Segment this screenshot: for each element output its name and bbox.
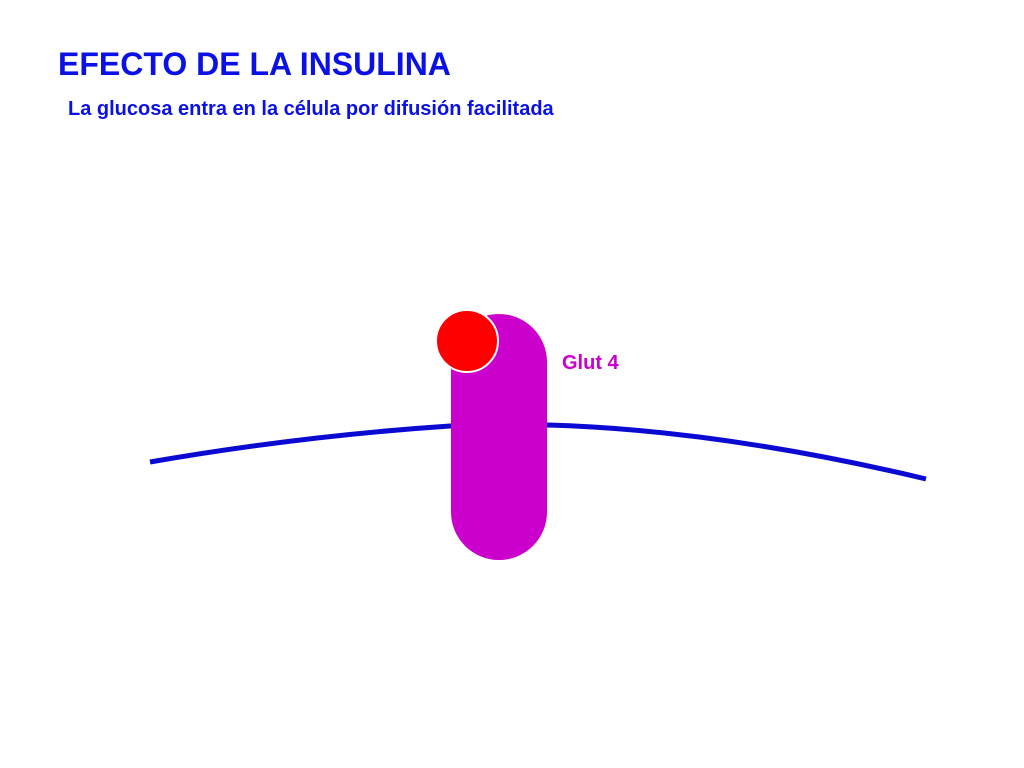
slide-title: EFECTO DE LA INSULINA: [58, 46, 451, 82]
glut4-transporter: [451, 314, 547, 560]
glucose-molecule: [435, 309, 499, 373]
glut4-label: Glut 4: [562, 352, 620, 374]
cell-membrane: [149, 422, 927, 482]
slide-subtitle: La glucosa entra en la célula por difusi…: [68, 98, 554, 120]
